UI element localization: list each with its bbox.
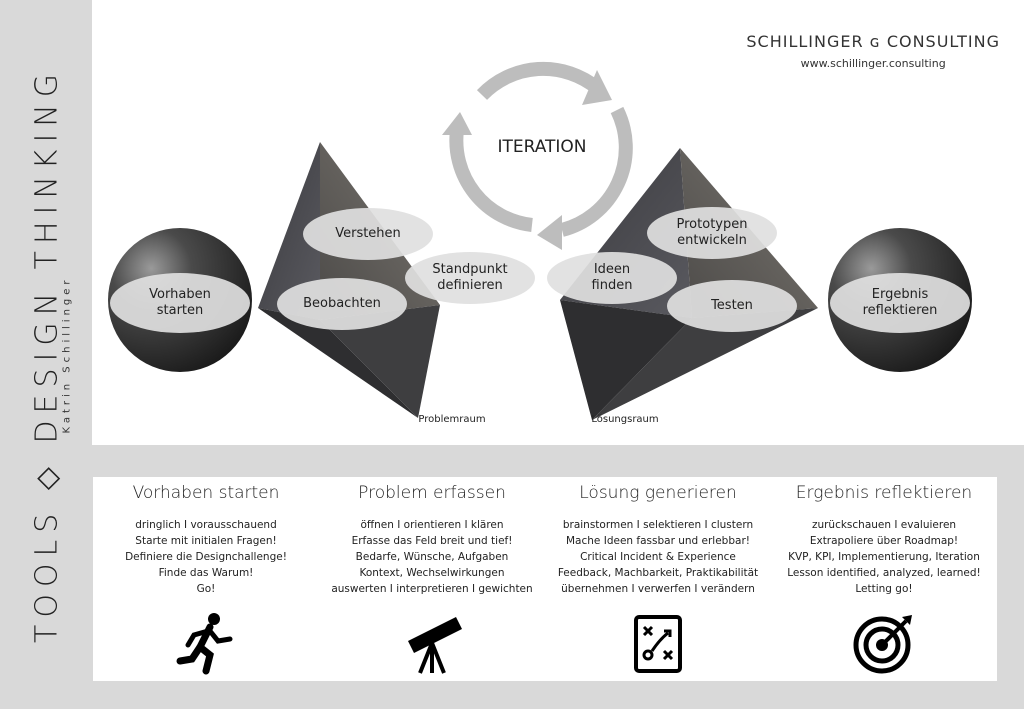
phase-line: Erfasse das Feld breit und tief! [351,535,513,547]
phase-line: Feedback, Machbarkeit, Praktikabilität [557,567,759,579]
phase-line: dringlich I vorausschauend [135,519,277,531]
phase-line: KVP, KPI, Implementierung, Iteration [788,551,980,563]
loesungsraum-caption: Lösungsraum [591,414,659,425]
strategy-board-icon [634,615,682,673]
standpunkt-label: Standpunkt definieren [432,262,508,293]
problemraum-caption: Problemraum [418,414,486,425]
phase-title: Ergebnis reflektieren [795,483,973,503]
phase-title: Lösung generieren [579,483,737,503]
step-ellipses [110,207,970,333]
diagram [108,61,972,420]
phase-line: Bedarfe, Wünsche, Aufgaben [355,551,509,563]
phase-title: Problem erfassen [358,483,506,503]
phase-line: Mache Ideen fassbar und erlebbar! [566,535,750,547]
phase-line: brainstormen I selektieren I clustern [562,519,754,531]
phase-line: Starte mit initialen Fragen! [135,535,277,547]
phase-line: auswerten I interpretieren I gewichten [331,583,533,595]
phase-column: Problem erfassen öffnen I orientieren I … [319,477,545,681]
iteration-label: ITERATION [497,137,587,157]
testen-label: Testen [711,298,753,313]
ideen-label: Ideen finden [591,262,633,293]
problem-octahedron [258,142,440,418]
brand-name: SCHILLINGER ɢ CONSULTING [746,32,1000,51]
verstehen-label: Verstehen [335,226,401,241]
phase-title: Vorhaben starten [132,483,280,503]
phase-column: Vorhaben starten dringlich I vorausschau… [93,477,319,681]
telescope-icon [408,617,462,674]
beobachten-label: Beobachten [303,296,381,311]
start-label: Vorhaben starten [149,287,211,318]
iteration-cycle [449,61,633,237]
phase-column: Lösung generieren brainstormen I selekti… [545,477,771,681]
brand-url: www.schillinger.consulting [800,57,946,70]
vertical-title: TOOLS ◇ DESIGN THINKING [29,66,65,644]
running-person-icon [176,613,233,675]
brand: SCHILLINGER ɢ CONSULTING www.schillinger… [746,32,1000,70]
prototypen-label: Prototypen entwickeln [676,217,748,248]
phase-line: zurückschauen I evaluieren [811,519,957,531]
phase-column: Ergebnis reflektieren zurückschauen I ev… [771,477,997,681]
phase-line: Go! [196,583,216,595]
phase-line: Lesson identified, analyzed, learned! [787,567,981,579]
author-name: Katrin Schillinger [61,276,73,434]
phase-line: Extrapoliere über Roadmap! [809,535,959,547]
phase-line: öffnen I orientieren I klären [360,519,504,531]
phase-line: übernehmen I verwerfen I verändern [561,583,755,595]
sidebar [0,0,92,709]
phase-line: Kontext, Wechselwirkungen [359,567,505,579]
phase-line: Letting go! [855,583,913,595]
phase-line: Finde das Warum! [158,567,254,579]
iteration-arrowheads [442,70,612,250]
target-icon [853,615,912,674]
phase-line: Critical Incident & Experience [580,551,736,563]
phases-panel: Vorhaben starten dringlich I vorausschau… [93,477,997,681]
end-label: Ergebnis reflektieren [862,287,938,318]
phase-line: Definiere die Designchallenge! [125,551,287,563]
